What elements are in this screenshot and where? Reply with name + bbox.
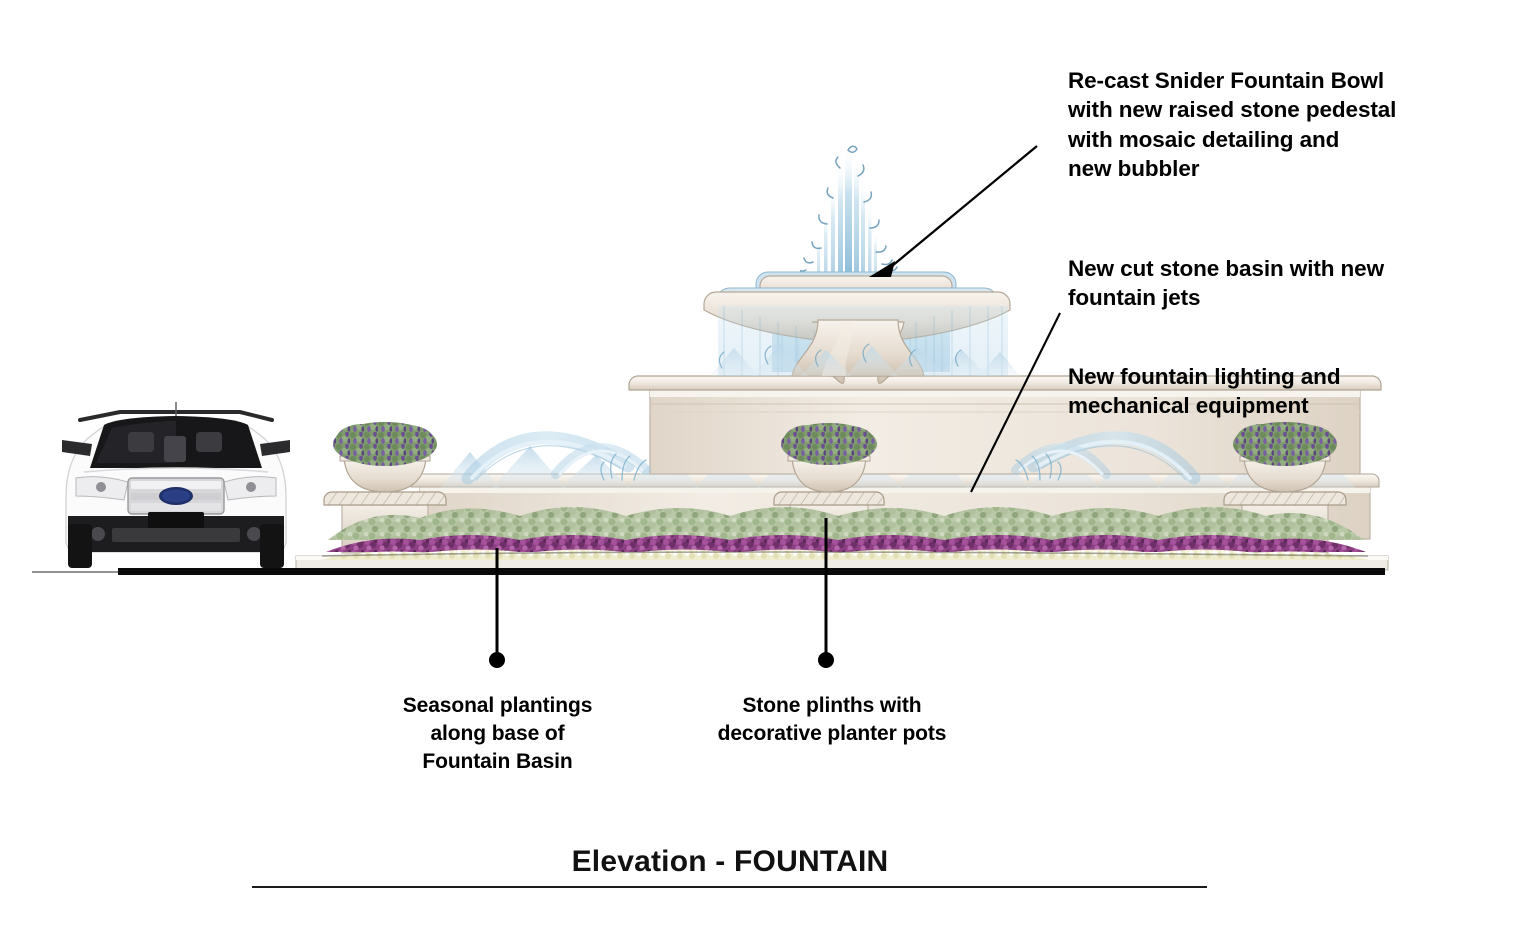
jet-left-inner [551,443,651,479]
leader-line-seasonal-plantings [489,548,505,668]
leader-line-lighting [970,312,1061,493]
annotation-fountain-lighting: New fountain lighting and mechanical equ… [1068,364,1341,419]
title-underline-rule [252,886,1207,888]
jet-right-outer [1027,431,1201,485]
seasonal-planting-bed [320,507,1370,560]
fountain-bubbler-jet [800,145,898,275]
annotation-stone-basin: New cut stone basin with new fountain je… [1068,256,1384,311]
leader-line-stone-plinths [818,518,834,668]
jet-splash-right [1015,453,1062,481]
drawing-title: Elevation - FOUNTAIN [571,845,889,878]
annotation-stone-plinths: Stone plinths with decorative planter po… [717,694,947,745]
leader-arrow-fountain-bowl [869,145,1038,277]
annotation-seasonal-plantings: Seasonal plantings along base of Fountai… [402,694,593,773]
fountain-base-splash [710,343,1020,376]
jet-right-inner [1011,443,1111,479]
scale-vehicle-suv [62,402,290,568]
leader-lines [489,145,1061,668]
jet-left-outer [461,431,635,485]
planter-assembly-right [1223,422,1347,554]
fountain-side-jets [461,431,1201,485]
jet-splash-left [600,453,647,481]
ground-datum-line [32,568,1385,575]
annotation-fountain-bowl: Re-cast Snider Fountain Bowl with new ra… [1068,68,1397,181]
snider-fountain [703,145,1020,384]
